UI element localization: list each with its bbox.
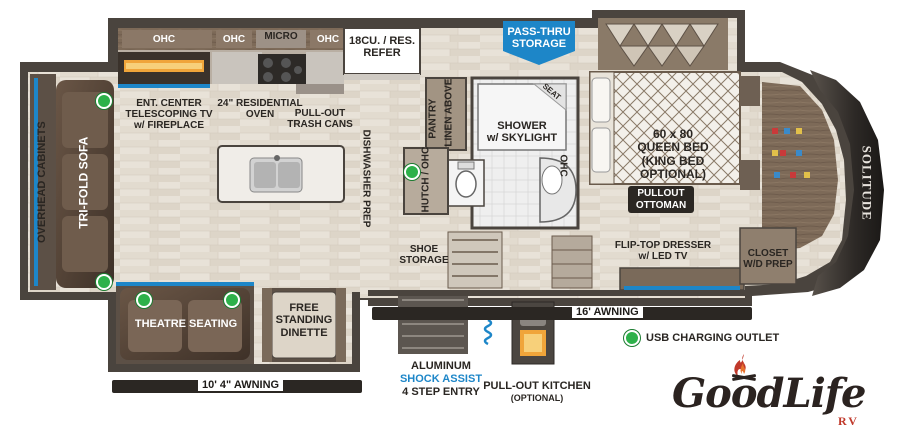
pullout-kitchen-label: PULL-OUT KITCHEN xyxy=(483,380,591,392)
goodlife-rv-text: RV xyxy=(838,414,859,428)
solitude-brand-text: SOLITUDE xyxy=(859,145,875,221)
usb-outlet-sofa xyxy=(96,274,112,290)
step-entry-label: 4 STEP ENTRY xyxy=(402,386,480,398)
usb-legend-dot xyxy=(624,330,640,346)
ohc-mid-label: OHC xyxy=(222,34,246,45)
theatre-seating-label: THEATRE SEATING xyxy=(134,318,238,330)
shoe-storage-label: SHOE STORAGE xyxy=(399,244,449,267)
micro-label: MICRO xyxy=(264,31,298,42)
closet-label: CLOSET W/D PREP xyxy=(743,248,793,271)
trash-cans-label: PULL-OUT TRASH CANS xyxy=(287,108,353,131)
campfire-icon xyxy=(731,354,757,381)
overhead-cabinets-label: OVERHEAD CABINETS xyxy=(35,121,48,243)
oven-label: 24" RESIDENTIAL OVEN xyxy=(217,98,303,121)
pullout-kitchen-optional-label: (OPTIONAL) xyxy=(510,393,564,403)
awning-10-label: 10' 4" AWNING xyxy=(198,379,284,391)
goodlife-wordmark: GoodLife xyxy=(672,370,866,417)
linen-above-label: LINEN ABOVE xyxy=(443,78,455,147)
bath-ohc-label: OHC xyxy=(557,154,569,177)
usb-outlet-theatre-right xyxy=(224,292,240,308)
shower-label: SHOWER w/ SKYLIGHT xyxy=(486,120,558,145)
dishwasher-prep-label: DISHWASHER PREP xyxy=(360,129,372,228)
dinette-label: FREE STANDING DINETTE xyxy=(275,302,333,339)
pass-thru-storage-badge xyxy=(503,21,575,65)
awning-bar-16 xyxy=(372,307,752,320)
usb-outlet-ent-center xyxy=(96,93,112,109)
pass-thru-storage-label: PASS-THRU STORAGE xyxy=(507,26,571,51)
awning-16-label: 16' AWNING xyxy=(572,306,643,318)
shock-assist-label: SHOCK ASSIST xyxy=(399,373,483,385)
usb-outlet-hutch xyxy=(404,164,420,180)
aluminum-label: ALUMINUM xyxy=(411,360,471,372)
goodlife-rv-logo: GoodLife RV xyxy=(670,352,870,432)
queen-bed-label: 60 x 80 QUEEN BED (KING BED OPTIONAL) xyxy=(637,127,709,182)
flip-top-dresser-label: FLIP-TOP DRESSER w/ LED TV xyxy=(614,240,712,263)
refer-label: 18CU. / RES. REFER xyxy=(348,35,416,60)
usb-legend-label: USB CHARGING OUTLET xyxy=(646,332,780,344)
ohc-left-label: OHC xyxy=(152,34,176,45)
hutch-ohc-label: HUTCH / OHC xyxy=(420,146,432,213)
tri-fold-sofa-label: TRI-FOLD SOFA xyxy=(76,136,91,229)
usb-outlet-theatre-left xyxy=(136,292,152,308)
ohc-right-label: OHC xyxy=(316,34,340,45)
pullout-ottoman-label: PULLOUT OTTOMAN xyxy=(628,186,694,213)
ent-center-label: ENT. CENTER TELESCOPING TV w/ FIREPLACE xyxy=(125,98,213,132)
